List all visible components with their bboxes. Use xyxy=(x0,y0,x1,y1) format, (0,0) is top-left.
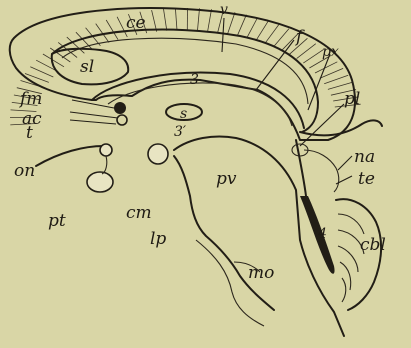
label-t: t xyxy=(26,123,33,143)
foramen-monro xyxy=(114,102,126,114)
label-on: on xyxy=(14,161,35,181)
label-3: 3 xyxy=(190,72,199,88)
optic-chiasm xyxy=(100,144,112,156)
label-ce: ce xyxy=(126,13,146,33)
label-pv: pv xyxy=(216,169,237,189)
label-sl: sl xyxy=(80,57,94,77)
label-fm: fm xyxy=(18,89,42,109)
label-v: v xyxy=(220,2,228,18)
label-lp: lp xyxy=(150,229,166,249)
label-pl: pl xyxy=(344,89,360,109)
label-cm: cm xyxy=(126,203,152,223)
label-pt: pt xyxy=(48,211,66,231)
label-na: na xyxy=(354,147,375,167)
pituitary-body xyxy=(87,172,113,192)
label-te: te xyxy=(358,169,375,189)
label-s: s xyxy=(180,106,187,122)
mammillary-body xyxy=(148,144,168,164)
label-3-prime: 3′ xyxy=(174,124,187,140)
label-px: px xyxy=(322,44,339,60)
label-cbl: cbl xyxy=(360,235,386,255)
label-mo: mo xyxy=(248,263,274,283)
label-4: 4 xyxy=(317,226,327,242)
